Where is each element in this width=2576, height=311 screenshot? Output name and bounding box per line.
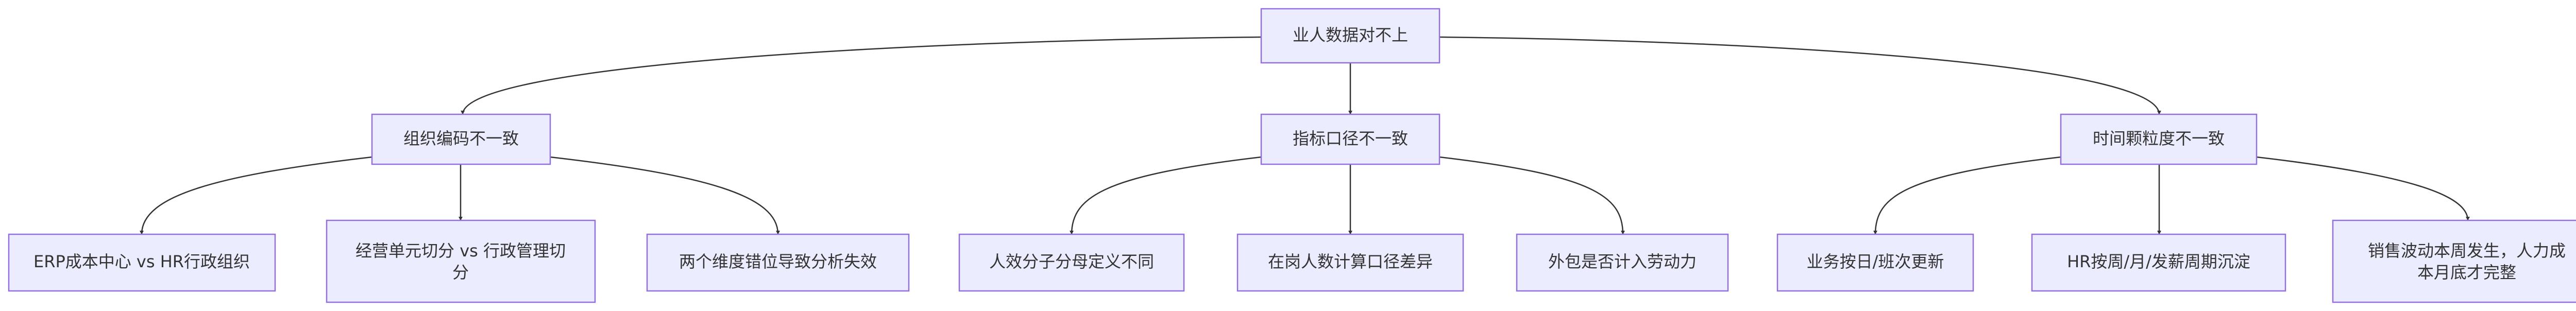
node-org-code-mismatch: 组织编码不一致 bbox=[371, 113, 551, 165]
node-sales-vs-labor-cost-line-2: 本月底才完整 bbox=[2417, 263, 2516, 282]
node-unit-vs-admin-split-line-2: 分 bbox=[452, 263, 469, 282]
node-time-granularity-mismatch-label: 时间颗粒度不一致 bbox=[2093, 129, 2225, 148]
node-dimension-misalignment-label: 两个维度错位导致分析失效 bbox=[679, 252, 877, 271]
node-onduty-headcount: 在岗人数计算口径差异 bbox=[1236, 233, 1464, 292]
edge-metric-to-outsource bbox=[1439, 156, 1625, 235]
edge-org-to-erp bbox=[140, 156, 372, 235]
node-root-label: 业人数据对不上 bbox=[1293, 25, 1408, 45]
node-ratio-definition: 人效分子分母定义不同 bbox=[958, 233, 1185, 292]
node-daily-shift-update-label: 业务按日/班次更新 bbox=[1807, 252, 1944, 271]
edge-time-to-sales bbox=[2256, 156, 2470, 221]
node-sales-vs-labor-cost: 销售波动本周发生，人力成本月底才完整 bbox=[2332, 219, 2576, 303]
node-unit-vs-admin-split-label: 经营单元切分 vs 行政管理切分 bbox=[355, 241, 566, 282]
node-hr-pay-cycle: HR按周/月/发薪周期沉淀 bbox=[2031, 233, 2286, 292]
node-unit-vs-admin-split-line-1: 经营单元切分 vs 行政管理切 bbox=[355, 241, 566, 261]
node-time-granularity-mismatch: 时间颗粒度不一致 bbox=[2060, 113, 2258, 165]
edges bbox=[140, 36, 2470, 235]
node-ratio-definition-label: 人效分子分母定义不同 bbox=[989, 252, 1154, 271]
node-unit-vs-admin-split: 经营单元切分 vs 行政管理切分 bbox=[326, 219, 596, 303]
node-org-code-mismatch-label: 组织编码不一致 bbox=[403, 129, 519, 148]
node-onduty-headcount-label: 在岗人数计算口径差异 bbox=[1268, 252, 1433, 271]
edge-root-to-org-code bbox=[461, 36, 1262, 115]
node-sales-vs-labor-cost-label: 销售波动本周发生，人力成本月底才完整 bbox=[2368, 241, 2566, 282]
edge-metric-to-ratio bbox=[1070, 156, 1262, 235]
edge-org-to-misalign bbox=[550, 156, 780, 235]
node-metric-mismatch-label: 指标口径不一致 bbox=[1293, 129, 1408, 148]
node-dimension-misalignment: 两个维度错位导致分析失效 bbox=[646, 233, 910, 292]
node-erp-vs-hr-org-label: ERP成本中心 vs HR行政组织 bbox=[33, 252, 250, 271]
node-hr-pay-cycle-label: HR按周/月/发薪周期沉淀 bbox=[2067, 252, 2250, 271]
edge-time-to-daily bbox=[1873, 156, 2061, 235]
node-daily-shift-update: 业务按日/班次更新 bbox=[1776, 233, 1974, 292]
node-root: 业人数据对不上 bbox=[1260, 8, 1440, 64]
node-erp-vs-hr-org: ERP成本中心 vs HR行政组织 bbox=[8, 233, 276, 292]
node-outsource-labor: 外包是否计入劳动力 bbox=[1516, 233, 1729, 292]
edge-root-to-time bbox=[1439, 36, 2161, 115]
node-outsource-labor-label: 外包是否计入劳动力 bbox=[1548, 252, 1697, 271]
node-sales-vs-labor-cost-line-1: 销售波动本周发生，人力成 bbox=[2368, 241, 2566, 261]
node-metric-mismatch: 指标口径不一致 bbox=[1260, 113, 1440, 165]
